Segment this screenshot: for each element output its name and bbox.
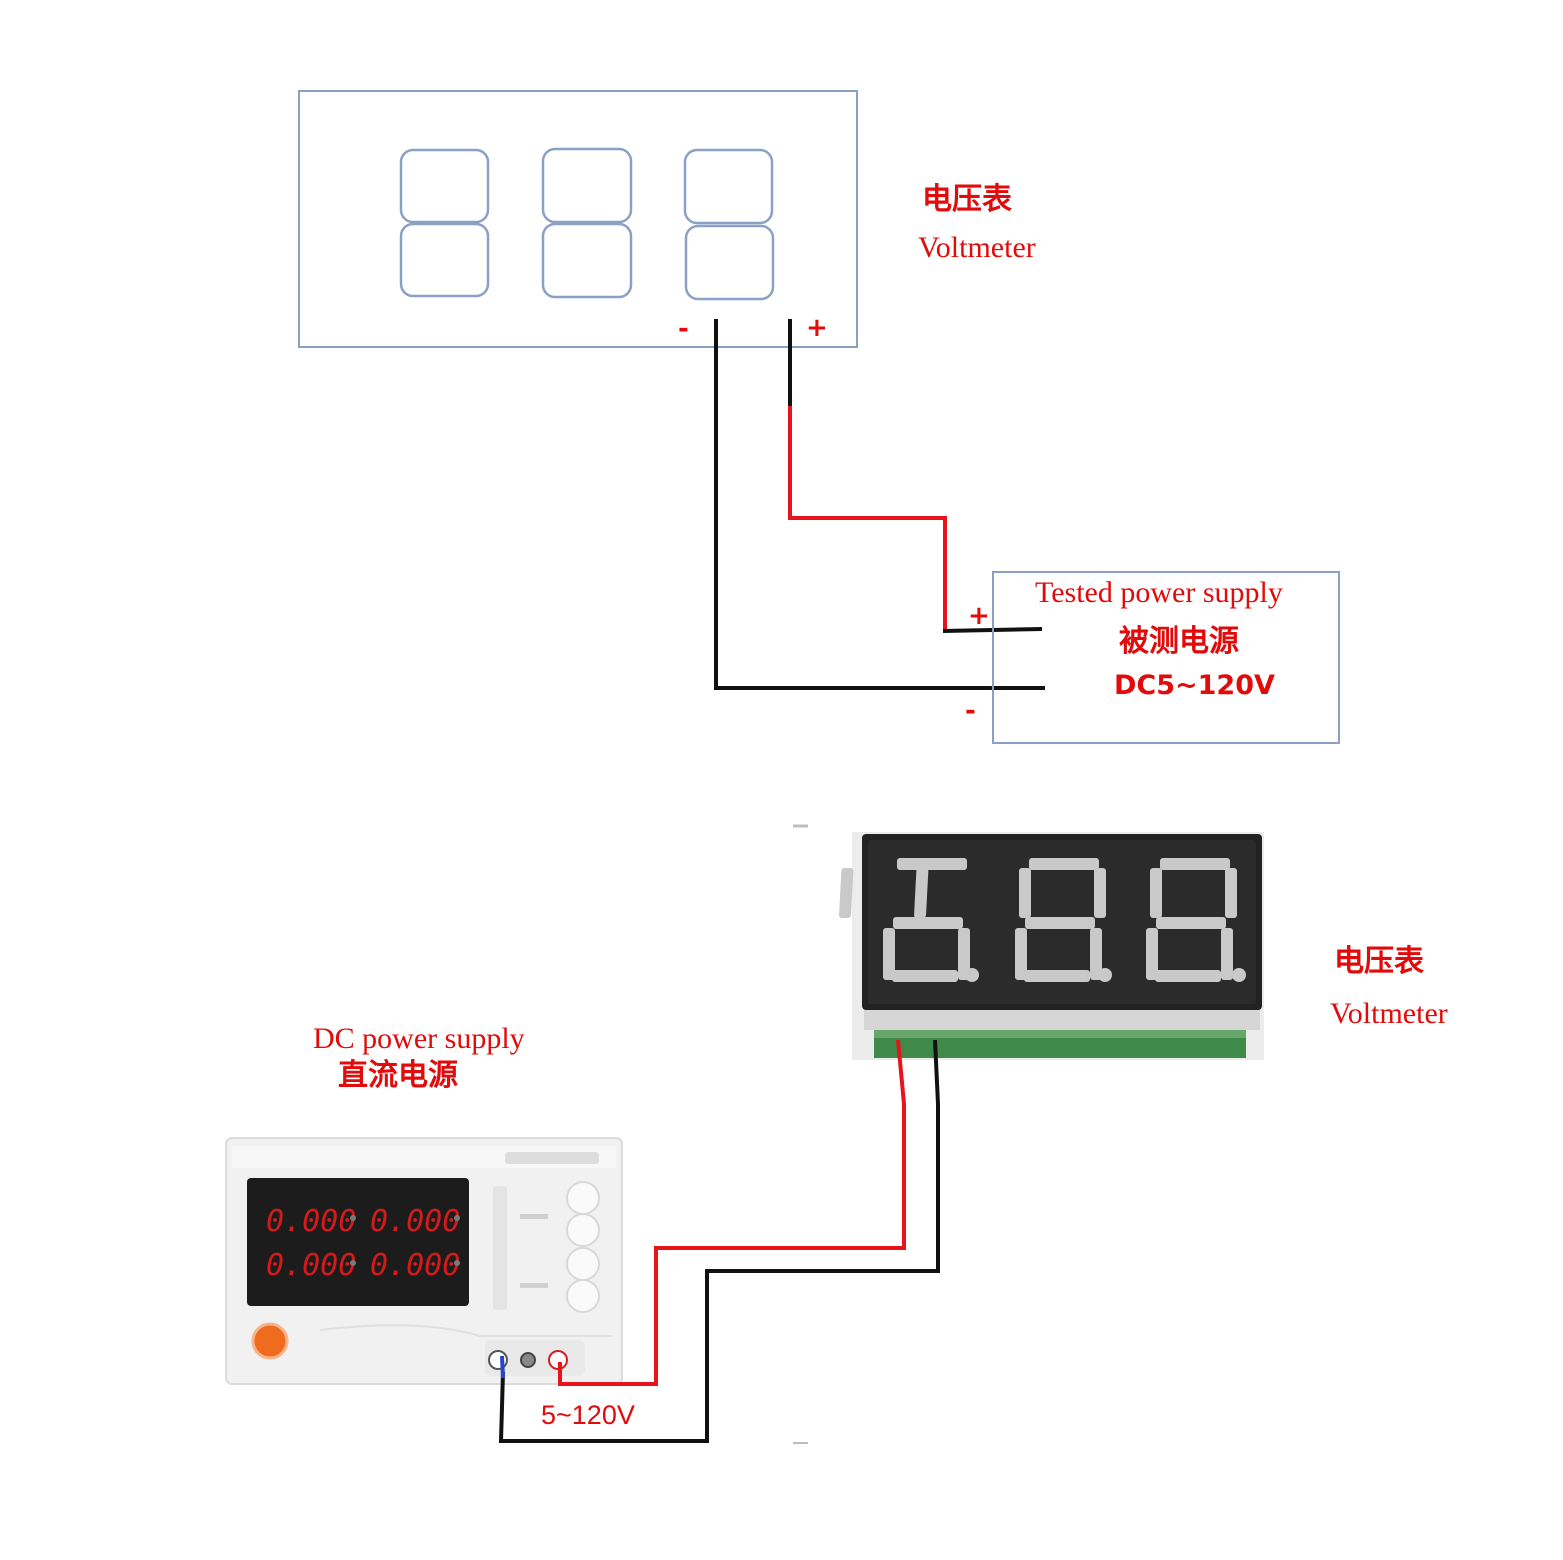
digit-outline (541, 147, 633, 299)
psu-label-en: DC power supply (313, 1022, 525, 1055)
psu-readout: 0.000 (266, 1204, 356, 1239)
module-label-en: Voltmeter (1330, 997, 1448, 1030)
psu-positive-wire (558, 1039, 906, 1386)
tested-supply-label-cn: 被测电源 (1119, 624, 1239, 659)
output-range-label: 5~120V (541, 1400, 635, 1430)
power-button (251, 1322, 289, 1360)
tested-supply-label-en: Tested power supply (1035, 576, 1283, 609)
digit-outline (683, 148, 775, 301)
psu-knob (566, 1181, 600, 1215)
supply-minus-sign: - (965, 696, 976, 726)
positive-wire (788, 406, 947, 631)
psu-readout: 0.000 (370, 1248, 460, 1283)
dc-power-supply: 0.000 0.000 0.000 0.000 (225, 1137, 623, 1385)
psu-readout: 0.000 (370, 1204, 460, 1239)
led-digit (1015, 858, 1112, 982)
module-label-cn: 电压表 (1334, 944, 1424, 979)
psu-knob (566, 1213, 600, 1247)
led-voltmeter-module (839, 832, 1264, 1060)
bottom-illustration: 电压表 Voltmeter DC power supply 直流电源 0.000… (225, 824, 1448, 1444)
psu-knob (566, 1279, 600, 1313)
top-schematic: - + 电压表 Voltmeter + - Tested power suppl… (298, 90, 1340, 744)
psu-display-panel (247, 1178, 469, 1306)
voltmeter-label-en: Voltmeter (918, 231, 1036, 264)
tested-supply-range: DC5~120V (1114, 670, 1275, 701)
psu-negative-wire (498, 1039, 940, 1443)
supply-plus-sign: + (968, 601, 990, 631)
led-digit (1146, 858, 1246, 982)
led-digit (839, 858, 979, 982)
psu-label-cn: 直流电源 (338, 1058, 458, 1093)
voltmeter-outline (298, 90, 858, 348)
negative-wire (714, 319, 1045, 690)
digit-outline (399, 148, 490, 298)
psu-readout: 0.000 (266, 1248, 356, 1283)
ground-terminal (520, 1352, 536, 1368)
tested-supply-outline (992, 571, 1340, 744)
voltmeter-plus-sign: + (806, 313, 828, 343)
voltmeter-minus-sign: - (678, 314, 689, 344)
voltmeter-label-cn: 电压表 (922, 182, 1012, 217)
psu-negative-lead (500, 1355, 505, 1379)
psu-knob (566, 1247, 600, 1281)
